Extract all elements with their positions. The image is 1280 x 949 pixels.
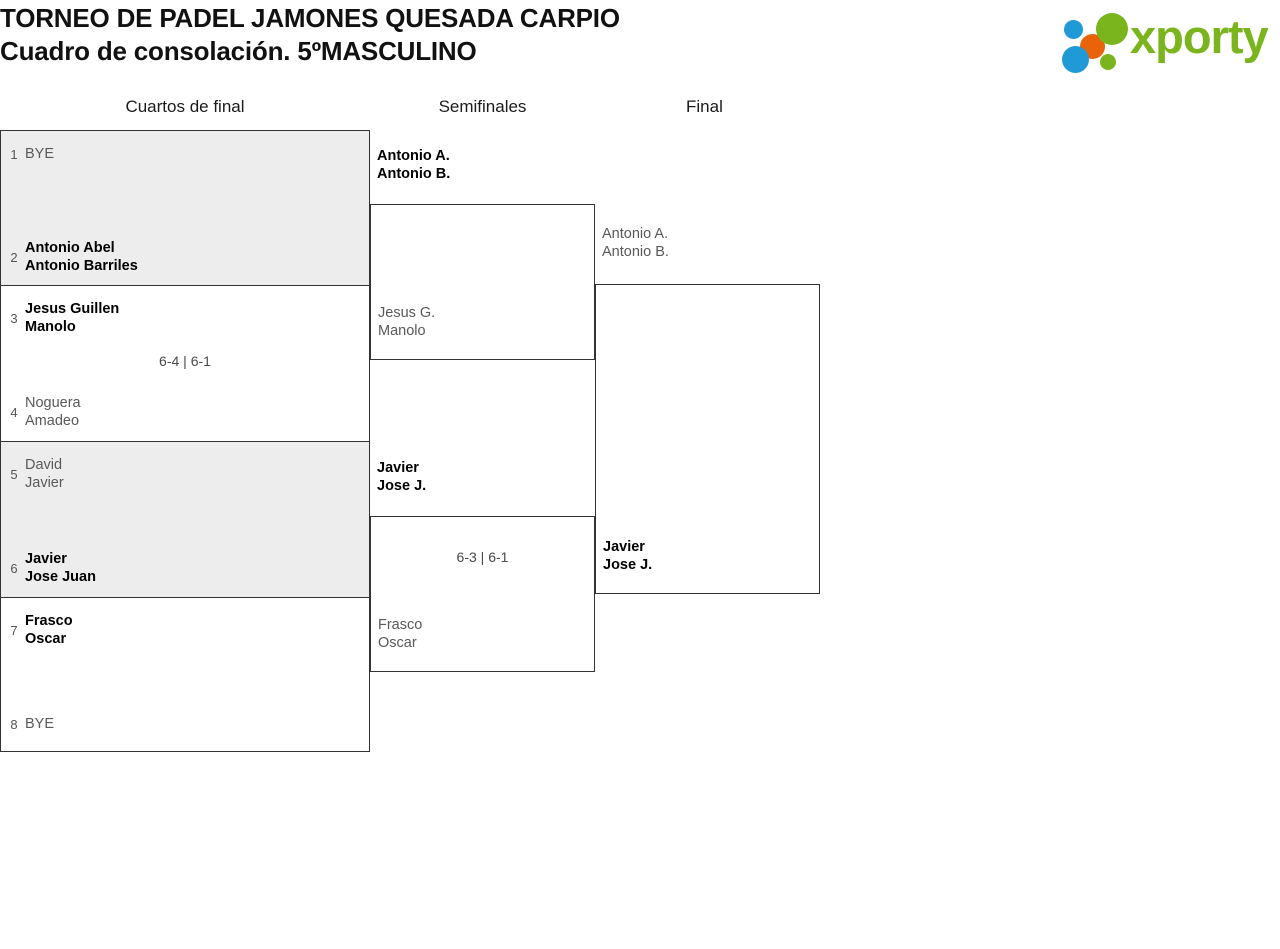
final-champion-slot[interactable]: Javier Jose J. xyxy=(603,538,652,574)
match-qf-4[interactable]: 7 Frasco Oscar 8 BYE xyxy=(0,598,370,752)
player-name-1: Antonio A. xyxy=(602,226,669,242)
seed-number: 8 xyxy=(10,716,18,732)
tournament-name: TORNEO DE PADEL JAMONES QUESADA CARPIO xyxy=(0,3,620,33)
semifinal-1-winner-slot[interactable]: Antonio A. Antonio B. xyxy=(377,147,450,183)
competitor-slot-2[interactable]: 2 Antonio Abel Antonio Barriles xyxy=(3,239,138,275)
match-sf-1[interactable]: Jesus G. Manolo xyxy=(370,204,595,360)
player-name-2: Jose J. xyxy=(377,478,427,494)
match-qf-1[interactable]: 1 BYE 2 Antonio Abel Antonio Barriles xyxy=(0,130,370,286)
player-name-2: Amadeo xyxy=(25,413,80,429)
seed-number: 2 xyxy=(10,249,18,265)
player-name-1: Jesus G. xyxy=(378,305,436,321)
logo-dot-blue-small-icon xyxy=(1064,20,1083,39)
competitor-slot-6[interactable]: 6 Javier Jose Juan xyxy=(3,550,96,586)
player-name-2: Jose J. xyxy=(603,557,653,573)
player-name-2: Oscar xyxy=(25,631,67,647)
logo-dot-green-large-icon xyxy=(1096,13,1128,45)
player-name-1: Javier xyxy=(25,551,67,567)
round-header-quarterfinals: Cuartos de final xyxy=(125,97,245,116)
competitor-slot-5[interactable]: 5 David Javier xyxy=(3,456,64,492)
seed-number: 1 xyxy=(10,146,18,162)
seed-number: 7 xyxy=(10,622,18,638)
player-name-1: BYE xyxy=(25,146,55,162)
logo-dot-blue-large-icon xyxy=(1062,46,1089,73)
player-name-2: Antonio B. xyxy=(602,244,669,260)
xporty-logo[interactable]: xporty xyxy=(1052,6,1274,73)
player-name-2: Manolo xyxy=(378,323,426,339)
round-header-final: Final xyxy=(686,97,723,116)
tournament-subtitle: Cuadro de consolación. 5ºMASCULINO xyxy=(0,36,477,66)
player-name-1: David xyxy=(25,457,63,473)
seed-number: 5 xyxy=(10,466,18,482)
seed-number: 4 xyxy=(10,404,18,420)
player-name-1: Noguera xyxy=(25,395,81,411)
player-name-1: Javier xyxy=(377,460,419,476)
seed-number: 6 xyxy=(10,560,18,576)
competitor-slot-8[interactable]: 8 BYE xyxy=(3,715,54,733)
player-name-2: Manolo xyxy=(25,319,76,335)
logo-dot-green-small-icon xyxy=(1100,54,1116,70)
player-name-1: BYE xyxy=(25,716,55,732)
match-sf-2[interactable]: 6-3 | 6-1 Frasco Oscar xyxy=(370,516,595,672)
competitor-slot-1[interactable]: 1 BYE xyxy=(3,145,54,163)
player-name-2: Oscar xyxy=(378,635,417,651)
player-name-1: Antonio Abel xyxy=(25,240,115,256)
page-title: TORNEO DE PADEL JAMONES QUESADA CARPIO C… xyxy=(0,2,620,68)
competitor-slot-3[interactable]: 3 Jesus Guillen Manolo xyxy=(3,300,119,336)
seed-number: 3 xyxy=(10,310,18,326)
semifinal-2-loser-slot[interactable]: Frasco Oscar xyxy=(378,616,422,652)
player-name-1: Antonio A. xyxy=(377,148,450,164)
logo-dots-icon xyxy=(1060,10,1132,73)
final-runnerup-slot[interactable]: Antonio A. Antonio B. xyxy=(602,225,669,261)
match-final[interactable]: Javier Jose J. xyxy=(595,284,820,594)
competitor-slot-7[interactable]: 7 Frasco Oscar xyxy=(3,612,73,648)
player-name-1: Jesus Guillen xyxy=(25,301,120,317)
player-name-2: Jose Juan xyxy=(25,569,96,585)
semifinal-2-winner-slot[interactable]: Javier Jose J. xyxy=(377,459,426,495)
player-name-2: Antonio Barriles xyxy=(25,258,138,274)
competitor-slot-4[interactable]: 4 Noguera Amadeo xyxy=(3,394,81,430)
player-name-2: Javier xyxy=(25,475,64,491)
player-name-1: Frasco xyxy=(378,617,423,633)
player-name-1: Javier xyxy=(603,539,645,555)
match-score: 6-4 | 6-1 xyxy=(159,353,211,369)
round-header-semifinals: Semifinales xyxy=(438,97,527,116)
player-name-1: Frasco xyxy=(25,613,73,629)
logo-wordmark: xporty xyxy=(1130,10,1269,63)
match-qf-3[interactable]: 5 David Javier 6 Javier Jose Juan xyxy=(0,442,370,598)
player-name-2: Antonio B. xyxy=(377,166,451,182)
semifinal-1-loser-slot[interactable]: Jesus G. Manolo xyxy=(378,304,435,340)
match-qf-2[interactable]: 3 Jesus Guillen Manolo 6-4 | 6-1 4 Nogue… xyxy=(0,286,370,442)
match-score: 6-3 | 6-1 xyxy=(456,549,509,565)
page-header: TORNEO DE PADEL JAMONES QUESADA CARPIO C… xyxy=(0,0,1280,80)
